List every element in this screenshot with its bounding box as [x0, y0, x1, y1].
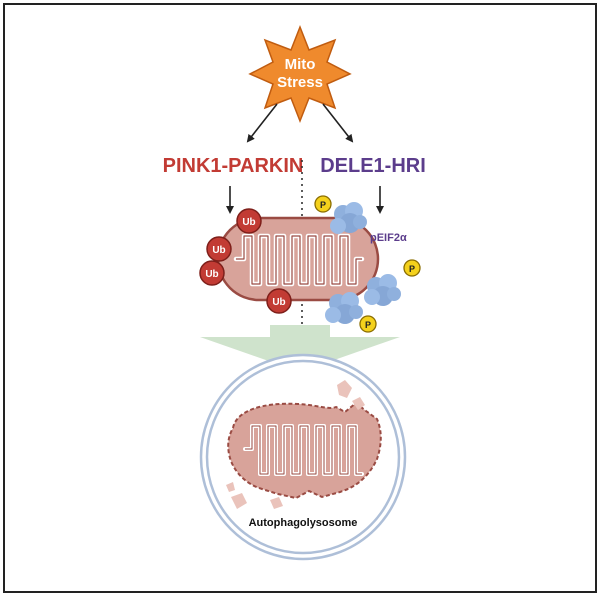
peif2a-label: pEIF2α: [370, 232, 407, 244]
ub-tag-4: Ub: [266, 288, 292, 314]
phospho-tag-2: P: [403, 259, 421, 277]
stress-label-line1: Mito: [285, 56, 316, 73]
mitochondrion-top: [216, 216, 380, 302]
ub-label: Ub: [205, 269, 218, 280]
phospho-tag-3: P: [359, 315, 377, 333]
autophagolysosome-label: Autophagolysosome: [249, 517, 358, 529]
mito-fragment: [270, 497, 283, 509]
dele1-hri-label: DELE1-HRI: [320, 155, 426, 177]
stress-label-line2: Stress: [277, 74, 323, 91]
phospho-label: P: [409, 264, 415, 274]
arrow-to-hri: [322, 103, 354, 143]
ub-label: Ub: [212, 245, 225, 256]
mito-fragment: [352, 397, 365, 410]
hri-protein-1: [330, 202, 367, 234]
ub-tag-2: Ub: [206, 236, 232, 262]
phospho-label: P: [320, 200, 326, 210]
ub-label: Ub: [272, 297, 285, 308]
phospho-tag-1: P: [314, 195, 332, 213]
pink1-parkin-label: PINK1-PARKIN: [163, 155, 304, 177]
ub-tag-3: Ub: [199, 260, 225, 286]
hri-protein-3: [325, 292, 363, 324]
mito-stress-star: Mito Stress: [248, 24, 352, 124]
mito-fragment: [226, 482, 235, 492]
mito-fragment: [231, 493, 247, 509]
phospho-label: P: [365, 320, 371, 330]
arrow-to-parkin: [246, 103, 278, 143]
mito-fragment: [337, 380, 352, 398]
ub-label: Ub: [242, 217, 255, 228]
figure-border: [3, 3, 597, 593]
funnel-arrow: [200, 325, 400, 372]
hri-protein-2: [364, 274, 401, 306]
autophagolysosome: Autophagolysosome: [199, 353, 407, 561]
ub-tag-1: Ub: [236, 208, 262, 234]
